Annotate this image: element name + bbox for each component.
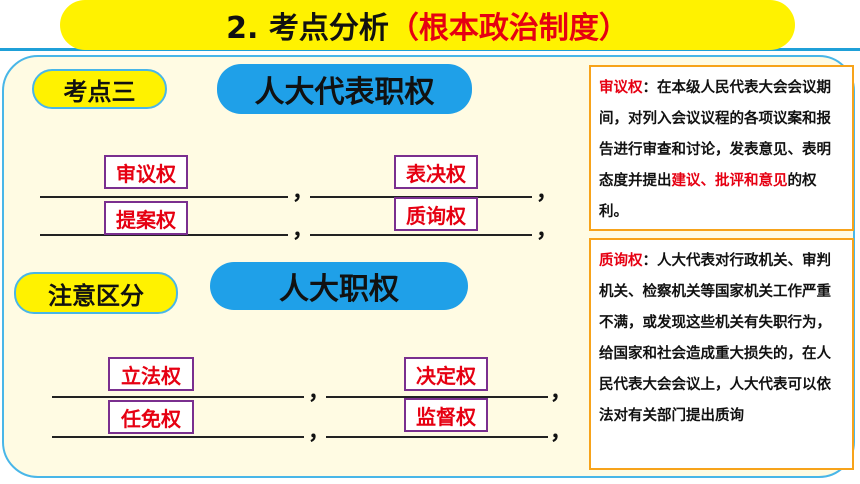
answer-box-supervision-right: 监督权 — [404, 398, 488, 432]
note1-term: 审议权 — [599, 80, 643, 96]
note2-colon: ： — [642, 253, 658, 269]
section2-heading: 人大职权 — [210, 262, 468, 310]
comma: ， — [308, 420, 331, 445]
note2-term: 质询权 — [599, 253, 643, 269]
comma: ， — [308, 380, 331, 405]
note1-highlight: 建议、批评和意见 — [671, 173, 788, 189]
comma: ， — [536, 180, 559, 205]
blank-line — [40, 234, 288, 236]
note1-text: 在本级人民代表大会会议期间，对列入会议议程的各项议案和报告进行审查和讨论，发表意… — [599, 80, 831, 189]
answer-box-proposal-right: 提案权 — [104, 201, 188, 235]
answer-box-inquiry-right: 质询权 — [394, 197, 478, 231]
blank-line — [52, 436, 304, 438]
note-inquiry-right: 质询权：人大代表对行政机关、审判机关、检察机关等国家机关工作严重不满，或发现这些… — [589, 238, 854, 470]
comma: ， — [292, 180, 315, 205]
note1-tail: 的权利。 — [599, 173, 817, 220]
answer-box-decision-right: 决定权 — [404, 357, 488, 391]
blank-line — [326, 436, 548, 438]
section1-heading: 人大代表职权 — [217, 64, 472, 114]
note-review-right: 审议权：在本级人民代表大会会议期间，对列入会议议程的各项议案和报告进行审查和讨论… — [589, 65, 854, 231]
blank-line — [40, 196, 288, 198]
title-prefix: 2. 考点分析 — [226, 11, 389, 46]
note2-text: 人大代表对行政机关、审判机关、检察机关等国家机关工作严重不满，或发现这些机关有失… — [599, 253, 831, 424]
section1-tag: 考点三 — [32, 69, 167, 109]
blank-line — [326, 396, 548, 398]
blank-line — [310, 234, 532, 236]
page-title: 2. 考点分析（根本政治制度） — [60, 0, 795, 50]
title-highlight: （根本政治制度） — [388, 11, 629, 46]
comma: ， — [550, 420, 573, 445]
section2-tag: 注意区分 — [14, 272, 178, 314]
note1-colon: ： — [642, 80, 658, 96]
answer-box-review-right: 审议权 — [104, 155, 188, 189]
comma: ， — [536, 218, 559, 243]
blank-line — [52, 396, 304, 398]
answer-box-legislation-right: 立法权 — [108, 357, 194, 391]
answer-box-voting-right: 表决权 — [394, 155, 478, 189]
comma: ， — [292, 218, 315, 243]
answer-box-appointment-right: 任免权 — [108, 400, 194, 434]
comma: ， — [550, 380, 573, 405]
